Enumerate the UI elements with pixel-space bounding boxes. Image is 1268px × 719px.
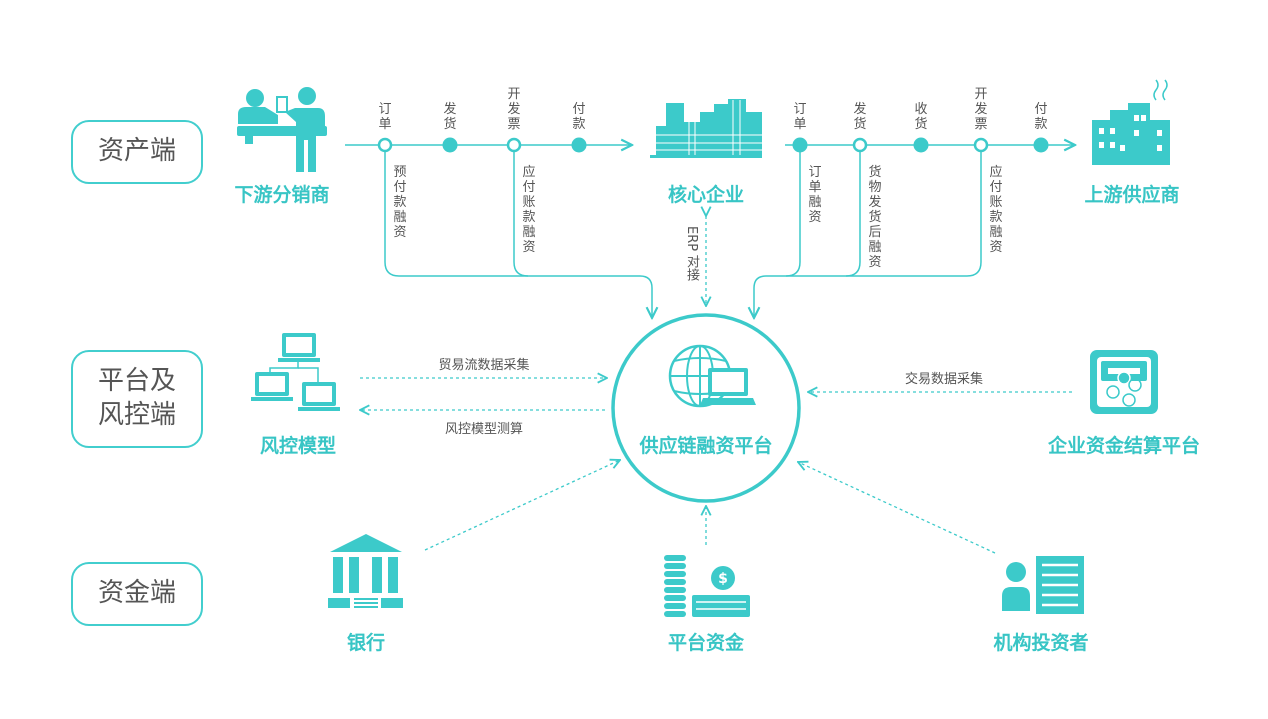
tier-funding-label: 资金端 bbox=[97, 578, 176, 609]
erp-label: ERP 对接 bbox=[684, 226, 699, 285]
left-step-ship: 发货 bbox=[443, 102, 457, 132]
tier-funding: 资金端 bbox=[71, 562, 203, 626]
left-step-pay: 付款 bbox=[572, 102, 586, 132]
right-step-pay: 付款 bbox=[1034, 102, 1048, 132]
node-downstream: 下游分销商 bbox=[234, 184, 330, 206]
tier-assets: 资产端 bbox=[71, 120, 203, 184]
step-dot-pay-right bbox=[1033, 137, 1049, 153]
tier-platform-label-2: 风控端 bbox=[97, 400, 176, 430]
node-core: 核心企业 bbox=[667, 184, 745, 206]
label-transaction-collect: 交易数据采集 bbox=[904, 372, 984, 387]
right-step-ship: 发货 bbox=[853, 102, 867, 132]
node-platform-funds: 平台资金 bbox=[667, 632, 745, 654]
right-financing-order: 订单融资 bbox=[808, 165, 822, 225]
core-enterprise-icon bbox=[650, 99, 762, 158]
node-platform: 供应链融资平台 bbox=[639, 435, 773, 457]
step-dot-ship-left bbox=[442, 137, 458, 153]
platform-circle bbox=[611, 313, 801, 503]
right-financing-shipment: 货物发货后融资 bbox=[868, 165, 882, 270]
node-risk-model: 风控模型 bbox=[259, 435, 337, 457]
step-dot-order-left bbox=[377, 137, 393, 153]
core-enterprise-windows bbox=[656, 100, 762, 155]
funds-icon: $ bbox=[664, 555, 750, 617]
step-dot-ship-right bbox=[852, 137, 868, 153]
tier-platform: 平台及 风控端 bbox=[71, 350, 203, 448]
globe-laptop-icon bbox=[668, 344, 756, 408]
supplier-windows bbox=[1099, 115, 1162, 151]
settlement-icon bbox=[1090, 350, 1158, 414]
right-financing-lines bbox=[754, 152, 982, 318]
right-step-receive: 收货 bbox=[914, 102, 928, 132]
left-financing-prepay: 预付款融资 bbox=[393, 165, 407, 240]
step-dot-invoice-right bbox=[973, 137, 989, 153]
step-dot-invoice-left bbox=[506, 137, 522, 153]
distributor-icon bbox=[237, 87, 327, 172]
right-step-order: 订单 bbox=[793, 102, 807, 132]
bank-icon bbox=[328, 534, 403, 608]
right-step-invoice: 开发票 bbox=[974, 87, 988, 132]
node-bank: 银行 bbox=[346, 632, 386, 654]
tier-assets-label: 资产端 bbox=[97, 136, 176, 167]
right-financing-payable: 应付账款融资 bbox=[989, 165, 1003, 255]
bank-connector bbox=[424, 460, 620, 551]
investor-doc-lines bbox=[1042, 563, 1078, 607]
erp-label-text: ERP 对接 bbox=[684, 226, 699, 282]
label-trade-flow: 贸易流数据采集 bbox=[438, 358, 530, 373]
svg-text:$: $ bbox=[718, 571, 728, 587]
node-upstream: 上游供应商 bbox=[1084, 184, 1180, 206]
node-investors: 机构投资者 bbox=[993, 632, 1089, 654]
tier-platform-label-1: 平台及 bbox=[97, 366, 176, 397]
step-dot-receive-right bbox=[913, 137, 929, 153]
left-step-order: 订单 bbox=[378, 102, 392, 132]
left-financing-payable: 应付账款融资 bbox=[522, 165, 536, 255]
network-computers-icon bbox=[251, 333, 340, 411]
step-dot-pay-left bbox=[571, 137, 587, 153]
supplier-icon bbox=[1092, 103, 1170, 165]
smoke-icon bbox=[1153, 79, 1168, 101]
left-financing-lines bbox=[384, 152, 652, 318]
label-risk-model-test: 风控模型测算 bbox=[444, 422, 524, 437]
node-settlement: 企业资金结算平台 bbox=[1047, 435, 1201, 457]
left-step-invoice: 开发票 bbox=[507, 87, 521, 132]
investor-connector bbox=[798, 462, 996, 554]
step-dot-order-right bbox=[792, 137, 808, 153]
